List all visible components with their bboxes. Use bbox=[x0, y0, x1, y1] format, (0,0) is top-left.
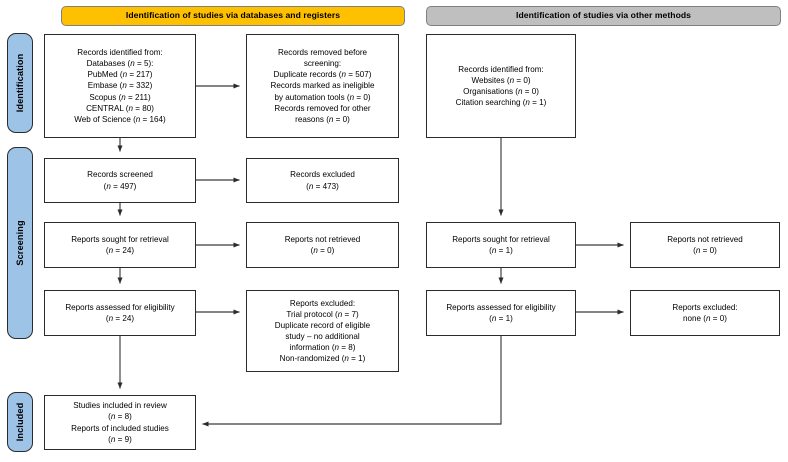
box-reports-excluded-other: Reports excluded: none (n = 0) bbox=[630, 290, 780, 336]
box-line: (n = 24) bbox=[105, 246, 135, 255]
box-line: screening: bbox=[303, 59, 342, 69]
box-line: (n = 497) bbox=[103, 181, 137, 191]
phase-label-screening: Screening bbox=[15, 220, 25, 266]
box-reports-sought-for-retrieval-other: Reports sought for retrieval (n = 1) bbox=[426, 222, 576, 268]
box-line: Reports sought for retrieval bbox=[71, 234, 169, 244]
box-line: by automation tools (n = 0) bbox=[274, 92, 371, 102]
box-line: study – no additional bbox=[285, 332, 360, 341]
box-line: Reports excluded: bbox=[289, 298, 356, 308]
box-studies-included-in-review: Studies included in review (n = 8) Repor… bbox=[44, 395, 196, 450]
box-line: Records screened bbox=[87, 170, 153, 180]
box-line: Duplicate record of eligible bbox=[274, 320, 371, 330]
box-reports-assessed-for-eligibility-other: Reports assessed for eligibility (n = 1) bbox=[426, 290, 576, 336]
box-line: Databases (n = 5): bbox=[86, 59, 154, 69]
box-line: Organisations (n = 0) bbox=[463, 87, 539, 96]
box-records-excluded: Records excluded (n = 473) bbox=[246, 158, 399, 203]
phase-tab-identification: Identification bbox=[7, 33, 33, 133]
box-line: CENTRAL (n = 80) bbox=[86, 103, 154, 113]
box-records-removed-before-screening: Records removed before screening: Duplic… bbox=[246, 34, 399, 138]
box-line: Reports not retrieved bbox=[284, 234, 361, 244]
box-line: Reports sought for retrieval bbox=[452, 234, 550, 244]
box-reports-not-retrieved-other: Reports not retrieved (n = 0) bbox=[630, 222, 780, 268]
box-line: Records removed for other bbox=[274, 103, 371, 113]
box-records-identified-other-methods: Records identified from: Websites (n = 0… bbox=[426, 34, 576, 138]
box-line: Studies included in review bbox=[73, 401, 167, 411]
box-line: Reports assessed for eligibility bbox=[65, 302, 175, 312]
box-line: none (n = 0) bbox=[683, 314, 727, 323]
banner-other-methods: Identification of studies via other meth… bbox=[426, 6, 781, 26]
box-line: (n = 0) bbox=[310, 246, 335, 255]
box-line: Reports assessed for eligibility bbox=[446, 302, 556, 312]
phase-label-included: Included bbox=[15, 402, 25, 442]
box-records-screened: Records screened (n = 497) bbox=[44, 158, 196, 203]
phase-label-identification: Identification bbox=[15, 53, 25, 113]
box-line: Embase (n = 332) bbox=[87, 81, 153, 91]
box-line: Citation searching (n = 1) bbox=[455, 98, 547, 108]
box-line: (n = 1) bbox=[489, 314, 513, 323]
box-line: (n = 24) bbox=[105, 314, 135, 323]
box-line: Reports not retrieved bbox=[667, 234, 743, 244]
box-line: Non-randomized (n = 1) bbox=[279, 354, 366, 364]
box-reports-excluded-with-reasons: Reports excluded: Trial protocol (n = 7)… bbox=[246, 290, 399, 372]
box-line: Records identified from: bbox=[458, 64, 544, 74]
box-line: Web of Science (n = 164) bbox=[74, 114, 166, 124]
box-records-identified-databases: Records identified from: Databases (n = … bbox=[44, 34, 196, 138]
box-line: (n = 473) bbox=[306, 181, 339, 191]
box-line: information (n = 8) bbox=[289, 343, 356, 353]
box-line: (n = 9) bbox=[108, 434, 132, 444]
box-line: PubMed (n = 217) bbox=[87, 70, 153, 80]
box-reports-not-retrieved: Reports not retrieved (n = 0) bbox=[246, 222, 399, 268]
box-line: (n = 0) bbox=[693, 246, 717, 255]
box-line: (n = 8) bbox=[108, 412, 132, 422]
box-line: Records marked as ineligible bbox=[270, 81, 375, 91]
box-line: reasons (n = 0) bbox=[295, 114, 350, 124]
banner-databases-registers: Identification of studies via databases … bbox=[61, 6, 405, 26]
box-line: Scopus (n = 211) bbox=[89, 92, 151, 102]
box-line: Duplicate records (n = 507) bbox=[273, 70, 372, 80]
box-line: Websites (n = 0) bbox=[471, 75, 531, 85]
box-line: (n = 1) bbox=[489, 246, 513, 255]
phase-tab-included: Included bbox=[7, 392, 33, 452]
box-reports-assessed-for-eligibility: Reports assessed for eligibility (n = 24… bbox=[44, 290, 196, 336]
box-line: Records excluded bbox=[290, 170, 355, 180]
box-line: Reports of included studies bbox=[71, 423, 169, 433]
box-reports-sought-for-retrieval: Reports sought for retrieval (n = 24) bbox=[44, 222, 196, 268]
box-line: Trial protocol (n = 7) bbox=[286, 309, 359, 319]
box-line: Records removed before bbox=[277, 47, 368, 57]
box-line: Records identified from: bbox=[77, 47, 163, 57]
phase-tab-screening: Screening bbox=[7, 147, 33, 339]
box-line: Reports excluded: bbox=[672, 302, 738, 312]
